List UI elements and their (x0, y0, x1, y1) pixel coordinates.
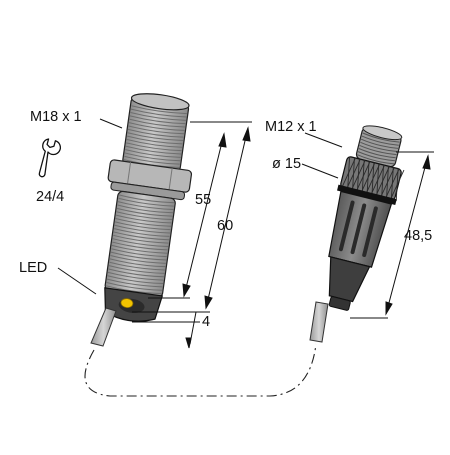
thread-groove (115, 214, 172, 224)
thread-groove (362, 132, 400, 143)
thread-groove (105, 285, 162, 295)
knurl-line (365, 163, 381, 194)
wrench-icon (38, 138, 62, 178)
thread-groove (113, 234, 169, 244)
thread-groove (115, 217, 172, 227)
led-label: LED (19, 260, 47, 276)
thread-groove (118, 197, 174, 207)
thread-groove (127, 132, 184, 142)
thread-groove (357, 154, 395, 165)
thread-groove (125, 149, 181, 158)
thread-groove (107, 271, 164, 281)
knurl-line (346, 158, 361, 189)
thread-groove (109, 258, 166, 268)
thread-sensor-label: M18 x 1 (30, 109, 82, 125)
thread-groove (117, 201, 174, 210)
dimension-48-5-label: 48,5 (404, 228, 432, 244)
thread-groove (357, 151, 395, 162)
thread-groove (111, 248, 167, 258)
thread-groove (114, 221, 171, 231)
thread-groove (110, 255, 166, 264)
thread-groove (360, 141, 398, 152)
led-indicator (120, 298, 134, 309)
sensor-cable (90, 307, 117, 347)
diameter-15-label: ø 15 (272, 156, 301, 172)
knurl-line (356, 161, 371, 192)
knurl-line (375, 166, 390, 197)
thread-groove (116, 207, 173, 217)
thread-groove (108, 265, 165, 274)
knurl-line (351, 160, 366, 191)
thread-groove (112, 238, 169, 247)
connector-cable (309, 301, 329, 343)
thread-groove (114, 228, 170, 237)
thread-groove (127, 128, 184, 138)
thread-groove (117, 204, 173, 214)
thread-groove (129, 115, 186, 125)
thread-groove (126, 142, 182, 152)
thread-groove (109, 261, 165, 271)
thread-groove (124, 152, 181, 162)
thread-groove (111, 244, 168, 254)
thread-groove (131, 105, 187, 115)
dimension-55-label: 55 (195, 192, 211, 208)
thread-groove (358, 148, 396, 159)
thread-groove (108, 268, 164, 278)
thread-groove (118, 194, 175, 204)
thread-groove (359, 144, 397, 156)
thread-groove (124, 155, 180, 165)
thread-groove (360, 138, 399, 149)
thread-connector-label: M12 x 1 (265, 119, 317, 135)
thread-groove (129, 118, 185, 128)
thread-groove (110, 251, 167, 261)
sensor-body (104, 93, 193, 322)
thread-groove (106, 281, 163, 291)
thread-groove (361, 135, 399, 146)
thread-groove (128, 125, 185, 135)
cable-centerline (84, 343, 317, 397)
thread-bottom (105, 194, 175, 295)
thread-groove (106, 278, 163, 288)
thread-groove (116, 211, 172, 221)
knurl-line (360, 162, 376, 193)
knurl-line (389, 169, 405, 200)
wrench-size-label: 24/4 (36, 189, 64, 205)
thread-groove (128, 122, 185, 131)
thread-groove (113, 231, 170, 241)
thread-groove (112, 241, 168, 251)
knurl-line (341, 157, 356, 188)
thread-groove (114, 224, 171, 234)
dimension-60-label: 60 (217, 218, 233, 234)
knurl-line (385, 168, 400, 199)
thread-groove (130, 112, 186, 121)
knurled-nut (341, 156, 405, 202)
thread-top (123, 105, 187, 168)
thread-groove (127, 135, 183, 145)
knurl-line (380, 167, 395, 198)
thread-groove (107, 275, 164, 285)
knurl-line (370, 165, 385, 196)
thread-groove (130, 108, 187, 118)
dimension-4-label: 4 (202, 314, 210, 330)
thread-groove (126, 138, 183, 148)
thread-groove (125, 145, 182, 155)
thread-connector (357, 132, 400, 165)
dimension-lines (57, 118, 434, 349)
connector-body (328, 125, 405, 311)
